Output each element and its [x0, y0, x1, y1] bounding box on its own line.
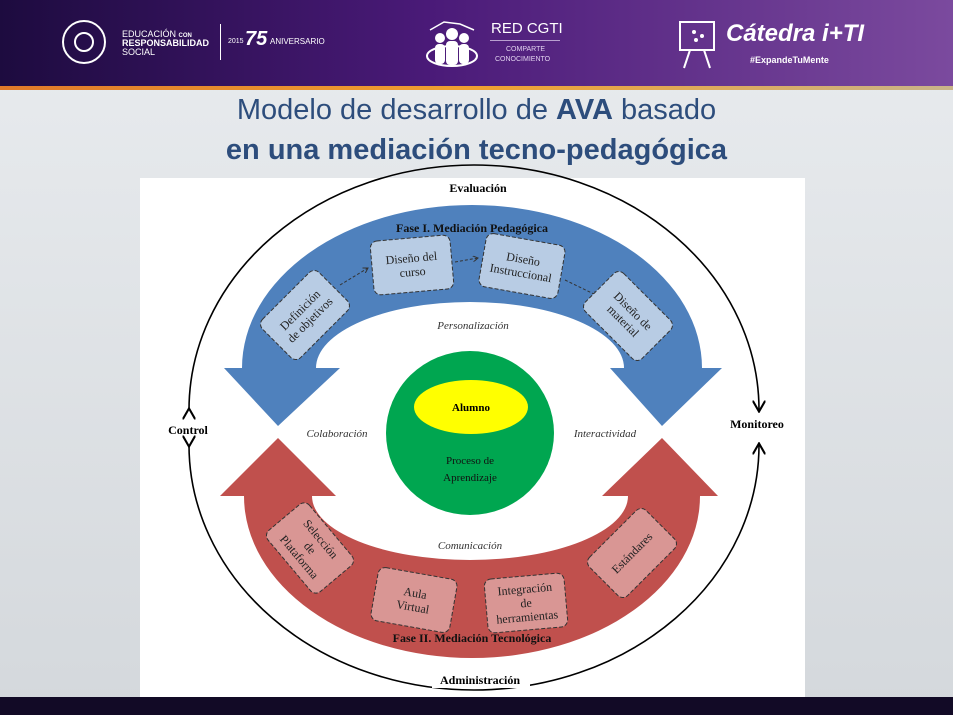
phase2-process-box: Estándares: [587, 508, 677, 598]
slide-footer: [0, 697, 953, 715]
process-box-label: Integración: [497, 580, 553, 599]
principle-bottom: Comunicación: [438, 540, 503, 552]
edu-text: EDUCACIÓN: [122, 29, 177, 39]
catedra-easel-icon: [679, 21, 715, 69]
university-seal-logo: [62, 20, 106, 64]
red-cgti-sub1: COMPARTE: [506, 46, 546, 53]
red-cgti-divider: [490, 40, 560, 41]
process-box-label: Diseño: [505, 249, 541, 269]
principle-right: Interactividad: [573, 428, 637, 440]
process-box-label: Diseño del: [385, 249, 438, 268]
edu-logo-line1: EDUCACIÓN CON: [122, 29, 192, 39]
red-cgti-sub2: CONOCIMIENTO: [495, 56, 551, 63]
outer-label-bottom: Administración: [440, 673, 520, 687]
anniversary-number: 75: [245, 28, 268, 50]
title-bold: AVA: [556, 94, 613, 126]
edu-logo-line3: SOCIAL: [122, 47, 156, 57]
outer-cycle-top-arc: [189, 164, 759, 410]
red-cgti-title: RED CGTI: [491, 20, 563, 37]
year-label: 2015: [228, 38, 244, 45]
learning-process-line2: Aprendizaje: [443, 472, 497, 484]
divider: [220, 24, 221, 60]
edu-logo-line2: RESPONSABILIDAD: [122, 38, 210, 48]
red-cgti-people-icon: [426, 21, 478, 67]
outer-cycle-bottom-arc: [189, 445, 759, 691]
process-box-label: Aula: [403, 584, 429, 602]
process-box-shape: [265, 502, 355, 594]
phase2-arrow-band: [220, 438, 718, 658]
student-ellipse: [414, 380, 528, 434]
principle-left: Colaboración: [306, 428, 368, 440]
process-box-label: Virtual: [395, 597, 431, 617]
header-accent-line: [0, 86, 953, 90]
anniversary-label: ANIVERSARIO: [270, 37, 325, 46]
principle-top: Personalización: [436, 320, 509, 332]
slide-title-line2: en una mediación tecno-pedagógica: [225, 134, 728, 166]
process-box-label: curso: [399, 264, 426, 280]
title-pre: Modelo de desarrollo de: [236, 94, 557, 126]
title-post: basado: [612, 94, 717, 126]
process-box-shape: [483, 572, 569, 634]
process-box-shape: [370, 567, 458, 633]
process-box-shape: [369, 234, 455, 296]
phase1-arrow-band: [224, 205, 722, 426]
slide-title-line1: Modelo de desarrollo de AVA basado: [0, 94, 953, 127]
learning-process-line1: Proceso de: [446, 455, 494, 467]
process-box-label: de: [520, 596, 533, 611]
phase1-title: Fase I. Mediación Pedagógica: [396, 221, 548, 235]
process-box-label: herramientas: [496, 607, 559, 626]
process-box-shape: [478, 233, 566, 299]
process-box-shape: [260, 270, 350, 360]
edu-con: CON: [178, 33, 192, 39]
process-box-shape: [587, 508, 677, 598]
catedra-hashtag: #ExpandeTuMente: [750, 55, 829, 65]
phase2-title: Fase II. Mediación Tecnológica: [393, 631, 552, 645]
connector-arrow: [454, 258, 478, 263]
connector-arrow: [564, 279, 598, 296]
catedra-title: Cátedra i+TI: [726, 20, 865, 47]
outer-label-top: Evaluación: [449, 181, 507, 195]
outer-label-left: Control: [168, 423, 208, 437]
student-label: Alumno: [452, 402, 490, 414]
slide-header: EDUCACIÓN CON RESPONSABILIDAD SOCIAL 201…: [0, 0, 953, 86]
process-box-shape: [583, 271, 673, 361]
connector-arrow: [339, 268, 368, 286]
outer-label-right: Monitoreo: [730, 417, 784, 431]
